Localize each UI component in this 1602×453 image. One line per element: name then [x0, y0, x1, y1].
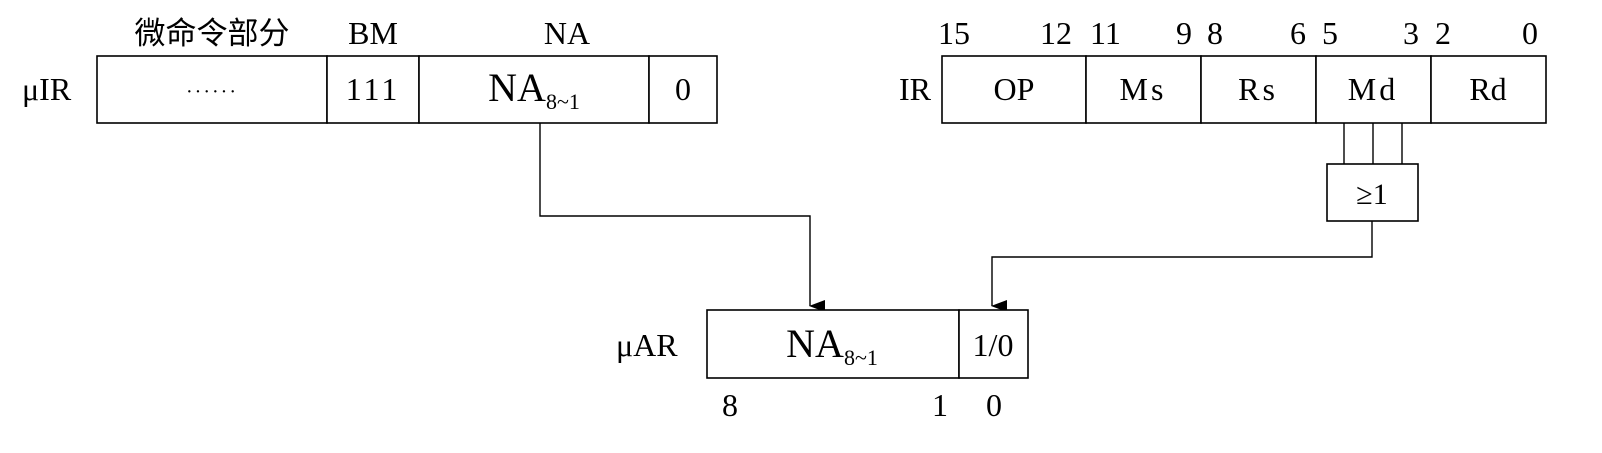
ir-rs-text: Rs [1238, 71, 1278, 107]
uir-header-bm: BM [348, 15, 398, 51]
ir-op-text: OP [994, 71, 1035, 107]
uir-field-bm [326, 55, 420, 124]
ir-field-md [1315, 55, 1432, 124]
or-gate-label: ≥1 [1356, 178, 1387, 211]
uar-bit-8: 8 [722, 387, 738, 423]
uir-zero-text: 0 [675, 71, 691, 107]
ir-bit-11: 11 [1090, 15, 1121, 51]
ir-field-ms [1085, 55, 1202, 124]
uir-header-micro: 微命令部分 [135, 16, 290, 52]
ir-field-op [941, 55, 1087, 124]
uar-register: μAR NA8~1 1/0 8 1 0 [616, 309, 1029, 423]
ir-rd-text: Rd [1469, 71, 1506, 107]
ir-field-rd [1430, 55, 1547, 124]
ir-bit-3: 3 [1403, 15, 1419, 51]
ir-bit-9: 9 [1176, 15, 1192, 51]
ir-ms-text: Ms [1120, 71, 1167, 107]
uar-field-na [706, 309, 960, 379]
uir-bm-text: 111 [346, 71, 401, 107]
uar-bit-0: 0 [986, 387, 1002, 423]
ir-label: IR [899, 71, 932, 107]
uir-micro-text: ······ [186, 81, 238, 103]
ir-bit-5: 5 [1322, 15, 1338, 51]
ir-register: 15 12 11 9 8 6 5 3 2 0 IR OP Ms Rs Md Rd [899, 15, 1547, 124]
or-output-wire [991, 221, 1373, 312]
uar-field-low [958, 309, 1029, 379]
ir-bit-8: 8 [1207, 15, 1223, 51]
ir-field-rs [1200, 55, 1317, 124]
uir-field-na [418, 55, 650, 124]
na-wire [539, 123, 825, 312]
uar-bit-1: 1 [932, 387, 948, 423]
uar-na-text: NA8~1 [786, 321, 878, 370]
ir-bit-0: 0 [1522, 15, 1538, 51]
uir-field-zero [648, 55, 718, 124]
ir-bit-2: 2 [1435, 15, 1451, 51]
uir-register: 微命令部分 BM NA μIR ······ 111 NA8~1 0 [22, 15, 718, 124]
uar-low-text: 1/0 [973, 327, 1014, 363]
ir-bit-15: 15 [938, 15, 970, 51]
ir-bit-6: 6 [1290, 15, 1306, 51]
uir-header-na: NA [544, 15, 590, 51]
uar-label: μAR [616, 327, 678, 363]
uir-field-micro [96, 55, 328, 124]
or-gate: ≥1 [1326, 123, 1419, 222]
ir-bit-12: 12 [1040, 15, 1072, 51]
uir-label: μIR [22, 71, 72, 107]
uir-na-text: NA8~1 [488, 65, 580, 114]
ir-md-text: Md [1348, 71, 1398, 107]
